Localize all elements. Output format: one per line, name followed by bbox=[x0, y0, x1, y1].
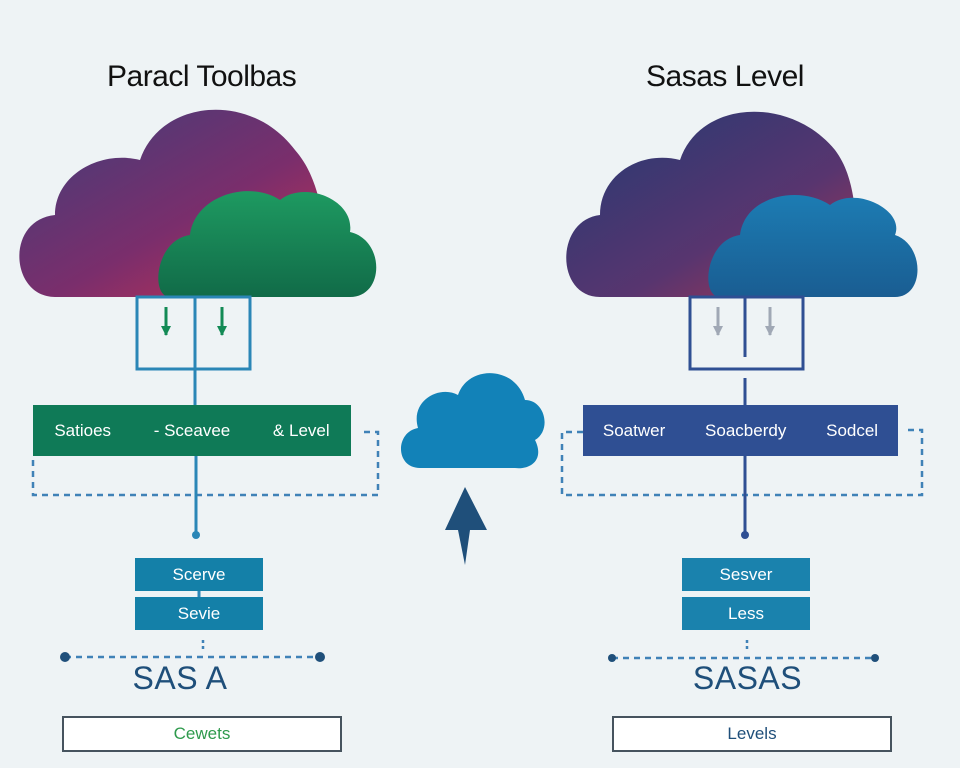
right-box-1: Sesver bbox=[682, 558, 810, 591]
right-cloud bbox=[566, 111, 918, 298]
right-dashed-loop bbox=[560, 428, 924, 497]
right-bar-item-3: Sodcel bbox=[826, 420, 879, 440]
right-service-bar: Soatwer Soacberdy Sodcel bbox=[583, 405, 898, 456]
left-box-2: Sevie bbox=[135, 597, 263, 630]
right-down-arrows bbox=[713, 307, 775, 336]
left-bar-item-1: Satioes bbox=[54, 420, 112, 440]
left-sas-label: SAS A bbox=[132, 660, 228, 696]
right-sas-label: SASAS bbox=[692, 660, 803, 696]
left-box-1: Scerve bbox=[135, 558, 263, 591]
right-output-box: Levels bbox=[612, 716, 892, 752]
center-cloud bbox=[400, 373, 545, 469]
left-down-arrows bbox=[161, 307, 227, 336]
right-bottom-dashed bbox=[608, 640, 879, 662]
left-bar-item-3: & Level bbox=[272, 420, 330, 440]
right-stem-frame bbox=[688, 295, 805, 405]
left-output-box: Cewets bbox=[62, 716, 342, 752]
right-box-2: Less bbox=[682, 597, 810, 630]
left-service-bar: Satioes - Sceavee & Level bbox=[33, 405, 351, 456]
left-bar-item-2: - Sceavee bbox=[153, 420, 231, 440]
left-stem-frame bbox=[135, 295, 252, 405]
left-dashed-loop bbox=[31, 430, 380, 497]
left-cloud bbox=[19, 109, 377, 297]
right-bar-item-2: Soacberdy bbox=[705, 420, 787, 440]
left-bottom-dashed bbox=[60, 640, 325, 662]
right-bar-item-1: Soatwer bbox=[602, 420, 666, 440]
left-title: Paracl Toolbas bbox=[107, 60, 297, 93]
up-arrow-icon bbox=[445, 487, 487, 565]
right-title: Sasas Level bbox=[646, 60, 804, 93]
